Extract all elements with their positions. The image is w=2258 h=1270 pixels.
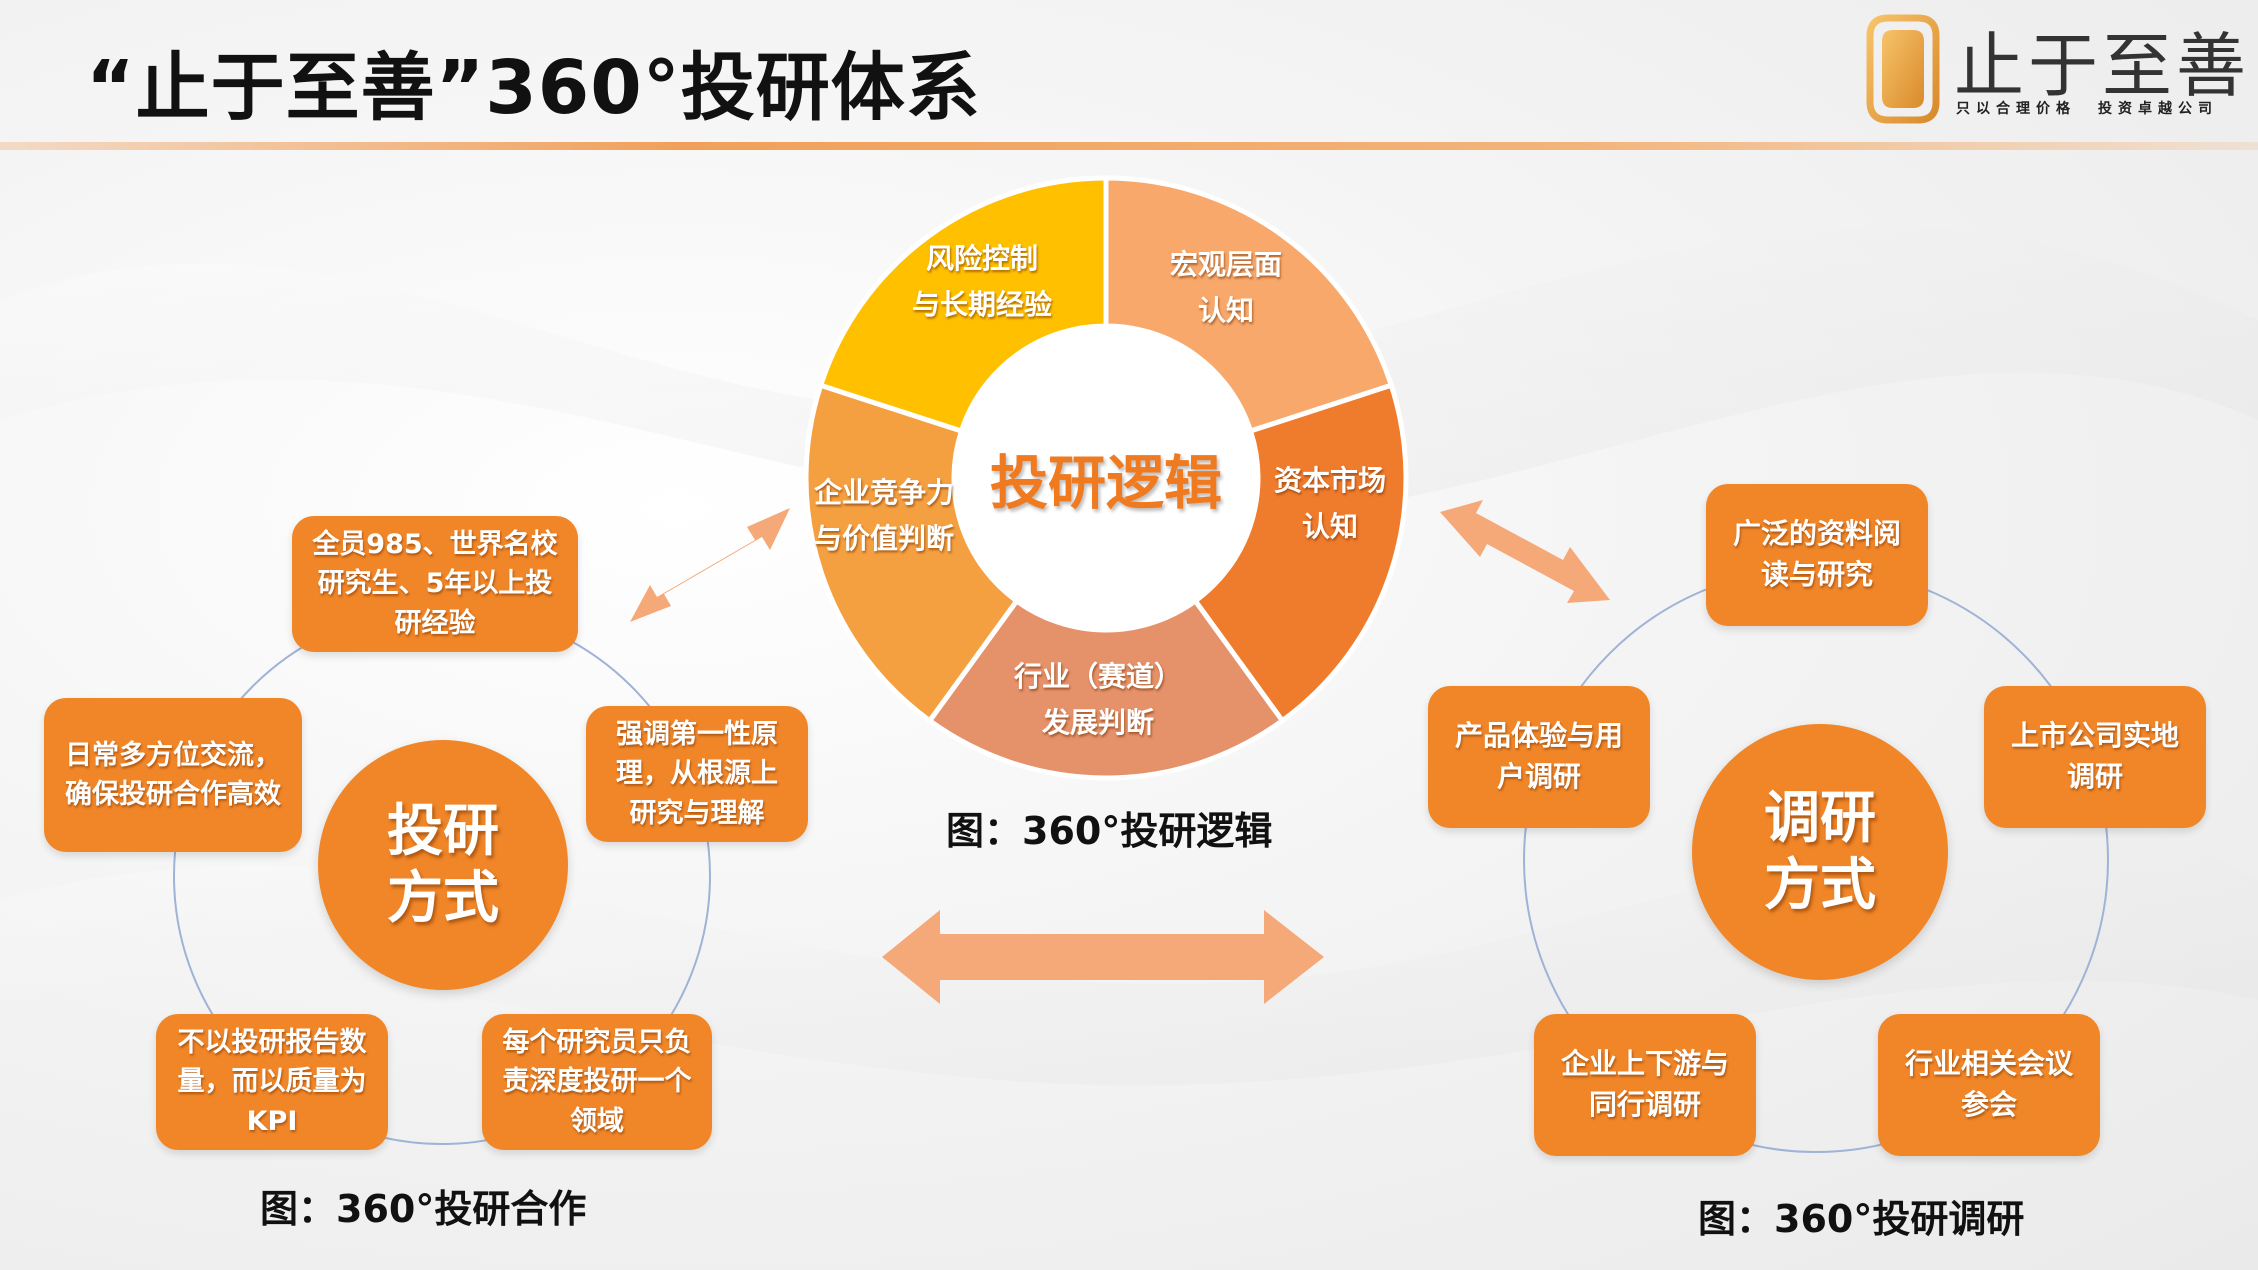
research-item-reading: 广泛的资料阅读与研究 [1706, 484, 1928, 626]
double-arrow-right-icon [1440, 500, 1610, 603]
cooperation-item-deep-domain: 每个研究员只负责深度投研一个领域 [482, 1014, 712, 1150]
cooperation-caption: 图：360°投研合作 [260, 1187, 587, 1231]
cooperation-item-communication: 日常多方位交流，确保投研合作高效 [44, 698, 302, 852]
page-title: “止于至善”360°投研体系 [86, 45, 981, 131]
wheel-segment-0 [1103, 175, 1395, 435]
segment-label-macro: 宏观层面 认知 [1169, 247, 1283, 327]
slogan-left: 只以合理价格 [1956, 101, 2076, 117]
company-logo: 止于至善 只以合理价格投资卓越公司 [1858, 14, 2246, 124]
wheel-segment-4 [817, 175, 1109, 435]
logic-wheel-caption: 图：360°投研逻辑 [946, 809, 1273, 853]
segment-label-risk: 风险控制 与长期经验 [911, 241, 1053, 321]
research-item-supply-chain: 企业上下游与同行调研 [1534, 1014, 1756, 1156]
wheel-segment-3 [803, 382, 1021, 725]
research-item-site-visit: 上市公司实地调研 [1984, 686, 2206, 828]
research-hub: 调研方式 [1692, 724, 1948, 980]
research-caption: 图：360°投研调研 [1698, 1197, 2025, 1241]
double-arrow-bottom-icon [882, 910, 1324, 1004]
cooperation-item-team: 全员985、世界名校研究生、5年以上投研经验 [292, 516, 578, 652]
segment-label-enterprise: 企业竞争力 与价值判断 [813, 475, 955, 555]
wheel-center-disc [956, 328, 1256, 628]
segment-label-capital-market: 资本市场 认知 [1273, 463, 1387, 543]
logic-wheel-center: 投研逻辑 [989, 449, 1223, 517]
slogan-right: 投资卓越公司 [2098, 101, 2218, 117]
logo-wordmark: 止于至善 [1954, 25, 2250, 107]
research-item-conferences: 行业相关会议参会 [1878, 1014, 2100, 1156]
cooperation-item-first-principles: 强调第一性原理，从根源上研究与理解 [586, 706, 808, 842]
research-item-product-experience: 产品体验与用户调研 [1428, 686, 1650, 828]
logo-emblem-icon [1866, 14, 1940, 124]
wheel-segment-1 [1191, 382, 1409, 725]
double-arrow-left-icon [630, 508, 790, 622]
title-divider [0, 142, 2258, 150]
segment-label-industry: 行业（赛道） 发展判断 [1013, 659, 1183, 739]
wheel-segment-2 [926, 597, 1286, 781]
logic-wheel [803, 175, 1409, 781]
logo-slogan: 只以合理价格 投资卓越公司 [1956, 98, 2218, 118]
cooperation-hub: 投研方式 [318, 740, 568, 990]
